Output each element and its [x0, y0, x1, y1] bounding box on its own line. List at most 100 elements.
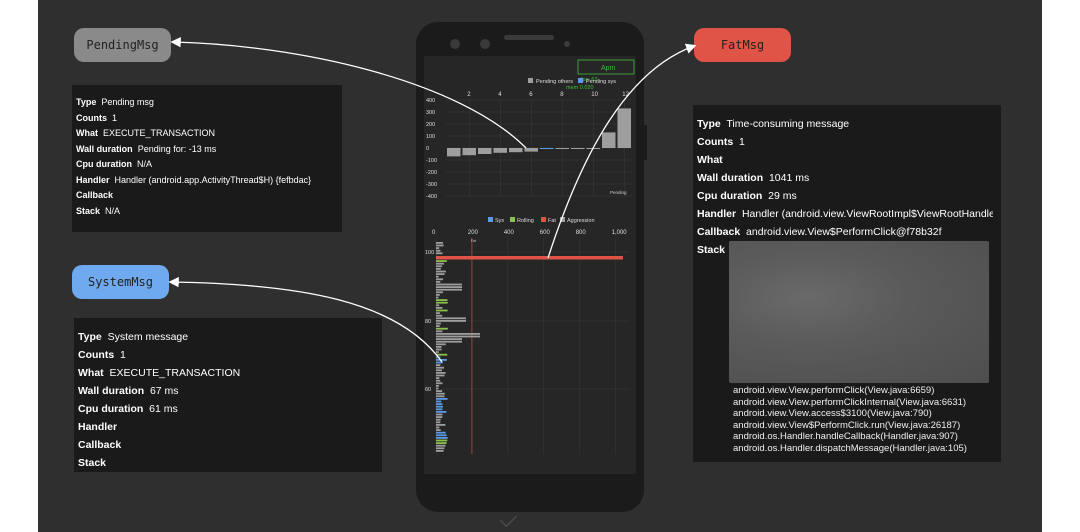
pending-bar [602, 132, 616, 148]
message-bar [436, 374, 445, 377]
message-bar [436, 390, 443, 392]
message-bar [436, 322, 441, 325]
message-bar [436, 335, 480, 338]
legend-pending-others: Pending others [536, 79, 573, 85]
y-tick-label: -300 [426, 182, 437, 188]
y-tick-label: 100 [425, 250, 434, 256]
message-bar [436, 262, 444, 265]
message-bar [436, 260, 447, 262]
message-bar [436, 317, 466, 320]
message-bar [436, 398, 448, 400]
pending-bar [509, 148, 523, 153]
fat-msg-label: FatMsg [694, 28, 791, 62]
message-bar [436, 385, 439, 387]
pending-bar [555, 148, 569, 149]
message-bar [436, 377, 440, 379]
apm-title: Apm [601, 65, 616, 72]
message-bar [436, 275, 439, 278]
fat-msg-panel: Type Time-consuming message Counts 1 Wha… [693, 105, 1001, 462]
message-bar [436, 437, 448, 439]
message-bar [436, 325, 440, 327]
message-bar [436, 299, 448, 301]
message-bar [436, 369, 443, 372]
legend-swatch-fat [541, 217, 546, 222]
message-bar [436, 346, 442, 348]
message-bar [436, 387, 439, 390]
message-bar [436, 340, 462, 343]
message-bar [436, 434, 447, 437]
message-bar [436, 364, 441, 366]
message-bar [436, 351, 439, 353]
y-tick-label: 300 [426, 110, 435, 116]
message-bar [436, 444, 446, 447]
legend-swatch-pending-others [528, 78, 533, 83]
message-bar [436, 320, 466, 322]
stack-line: android.view.View.access$3100(View.java:… [733, 408, 932, 419]
message-bar [436, 413, 443, 416]
pending-bar [462, 148, 476, 156]
message-bar [436, 291, 443, 294]
legend-fat: Fat [548, 218, 556, 224]
y-tick-label: -100 [426, 158, 437, 164]
pending-bar [617, 108, 631, 148]
message-bar [436, 424, 446, 426]
x-tick-label: 8 [560, 92, 564, 98]
message-bar [436, 418, 441, 421]
message-bar [436, 327, 448, 330]
message-bar [436, 252, 443, 255]
legend-swatch-rolling [510, 217, 515, 222]
message-bar [436, 361, 443, 364]
message-bar [436, 447, 445, 450]
x-tick-label: 6 [529, 92, 533, 98]
message-bar [436, 359, 447, 361]
message-bar [436, 392, 445, 395]
legend-swatch-pending-sys [578, 78, 583, 83]
message-bar [436, 338, 462, 340]
pending-bar [586, 148, 600, 149]
message-bar [436, 249, 441, 252]
pending-msg-panel: Type Pending msg Counts 1 What EXECUTE_T… [72, 85, 342, 232]
slide: PendingMsg FatMsg SystemMsg Type Pending… [38, 0, 1042, 532]
footer-notch [500, 510, 517, 527]
message-bar [436, 416, 443, 418]
message-bar [436, 411, 447, 413]
apm-charts: Apm fps: 63 mem 0.020 Pending others Pen… [425, 59, 635, 454]
legend-pending-sys: Pending sys [586, 79, 616, 85]
y-tick-label: 200 [426, 122, 435, 128]
pending-bar [493, 148, 507, 153]
legend-sys: Sys [495, 218, 504, 224]
stack-line: android.view.View$PerformClick.run(View.… [733, 419, 961, 431]
x-tick-label: 200 [468, 230, 479, 236]
message-bar [436, 356, 441, 359]
stack-line: android.view.View.performClick(View.java… [733, 385, 935, 396]
camera-dot [480, 39, 490, 49]
pending-bar [524, 148, 538, 152]
pending-bar [571, 148, 585, 149]
system-msg-panel: Type System message Counts 1 What EXECUT… [74, 318, 382, 472]
message-bar [436, 296, 439, 299]
stack-line: android.os.Handler.dispatchMessage(Handl… [733, 442, 967, 454]
apm-mem: mem 0.020 [566, 85, 594, 91]
message-bar [436, 283, 462, 286]
message-bar [436, 278, 443, 281]
system-msg-label: SystemMsg [72, 265, 169, 299]
message-bar [436, 314, 443, 317]
y-tick-label: 0 [426, 146, 429, 152]
x-tick-label: 0 [432, 230, 436, 236]
x-tick-label: 12 [622, 92, 629, 98]
message-bar [436, 395, 445, 398]
message-bar [436, 405, 443, 408]
fat-bar [436, 256, 623, 260]
message-bar [436, 442, 447, 444]
message-bar [436, 307, 443, 309]
message-bar [436, 304, 440, 307]
message-bar [436, 400, 442, 403]
message-bar [436, 450, 444, 452]
stack-line: android.os.Handler.handleCallback(Handle… [733, 431, 958, 442]
message-bar [436, 268, 441, 270]
y-tick-label: 100 [426, 134, 435, 140]
message-bar [436, 330, 443, 333]
legend-aggression: Aggression [567, 218, 595, 224]
x-tick-label: 10 [591, 92, 598, 98]
y-tick-label: 60 [425, 387, 431, 393]
